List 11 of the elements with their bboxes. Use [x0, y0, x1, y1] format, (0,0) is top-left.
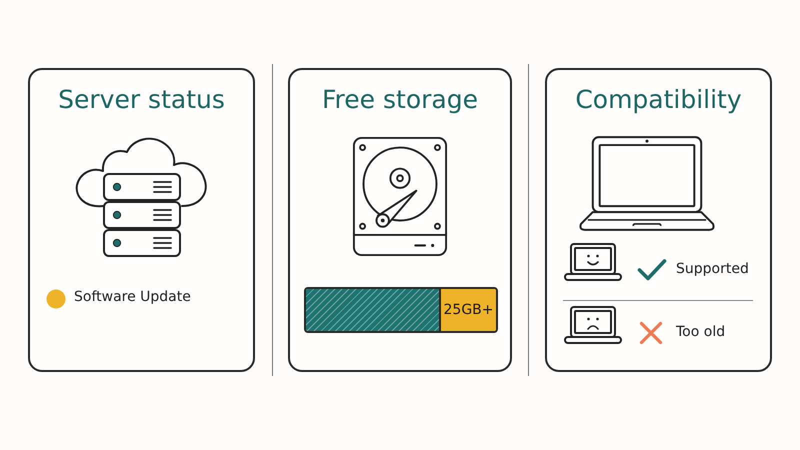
free-space-segment: 25GB+ — [439, 289, 496, 331]
support-status-text: Too old — [676, 324, 726, 340]
panel-title: Server status — [57, 85, 226, 114]
panel-card — [28, 68, 255, 372]
panel-title: Free storage — [321, 85, 479, 114]
panel-card — [288, 68, 512, 372]
support-status-text: Supported — [676, 261, 749, 277]
status-text: Software Update — [74, 289, 191, 305]
panel-card — [545, 68, 772, 372]
used-space-fill — [306, 289, 439, 331]
panel-title: Compatibility — [574, 85, 743, 114]
